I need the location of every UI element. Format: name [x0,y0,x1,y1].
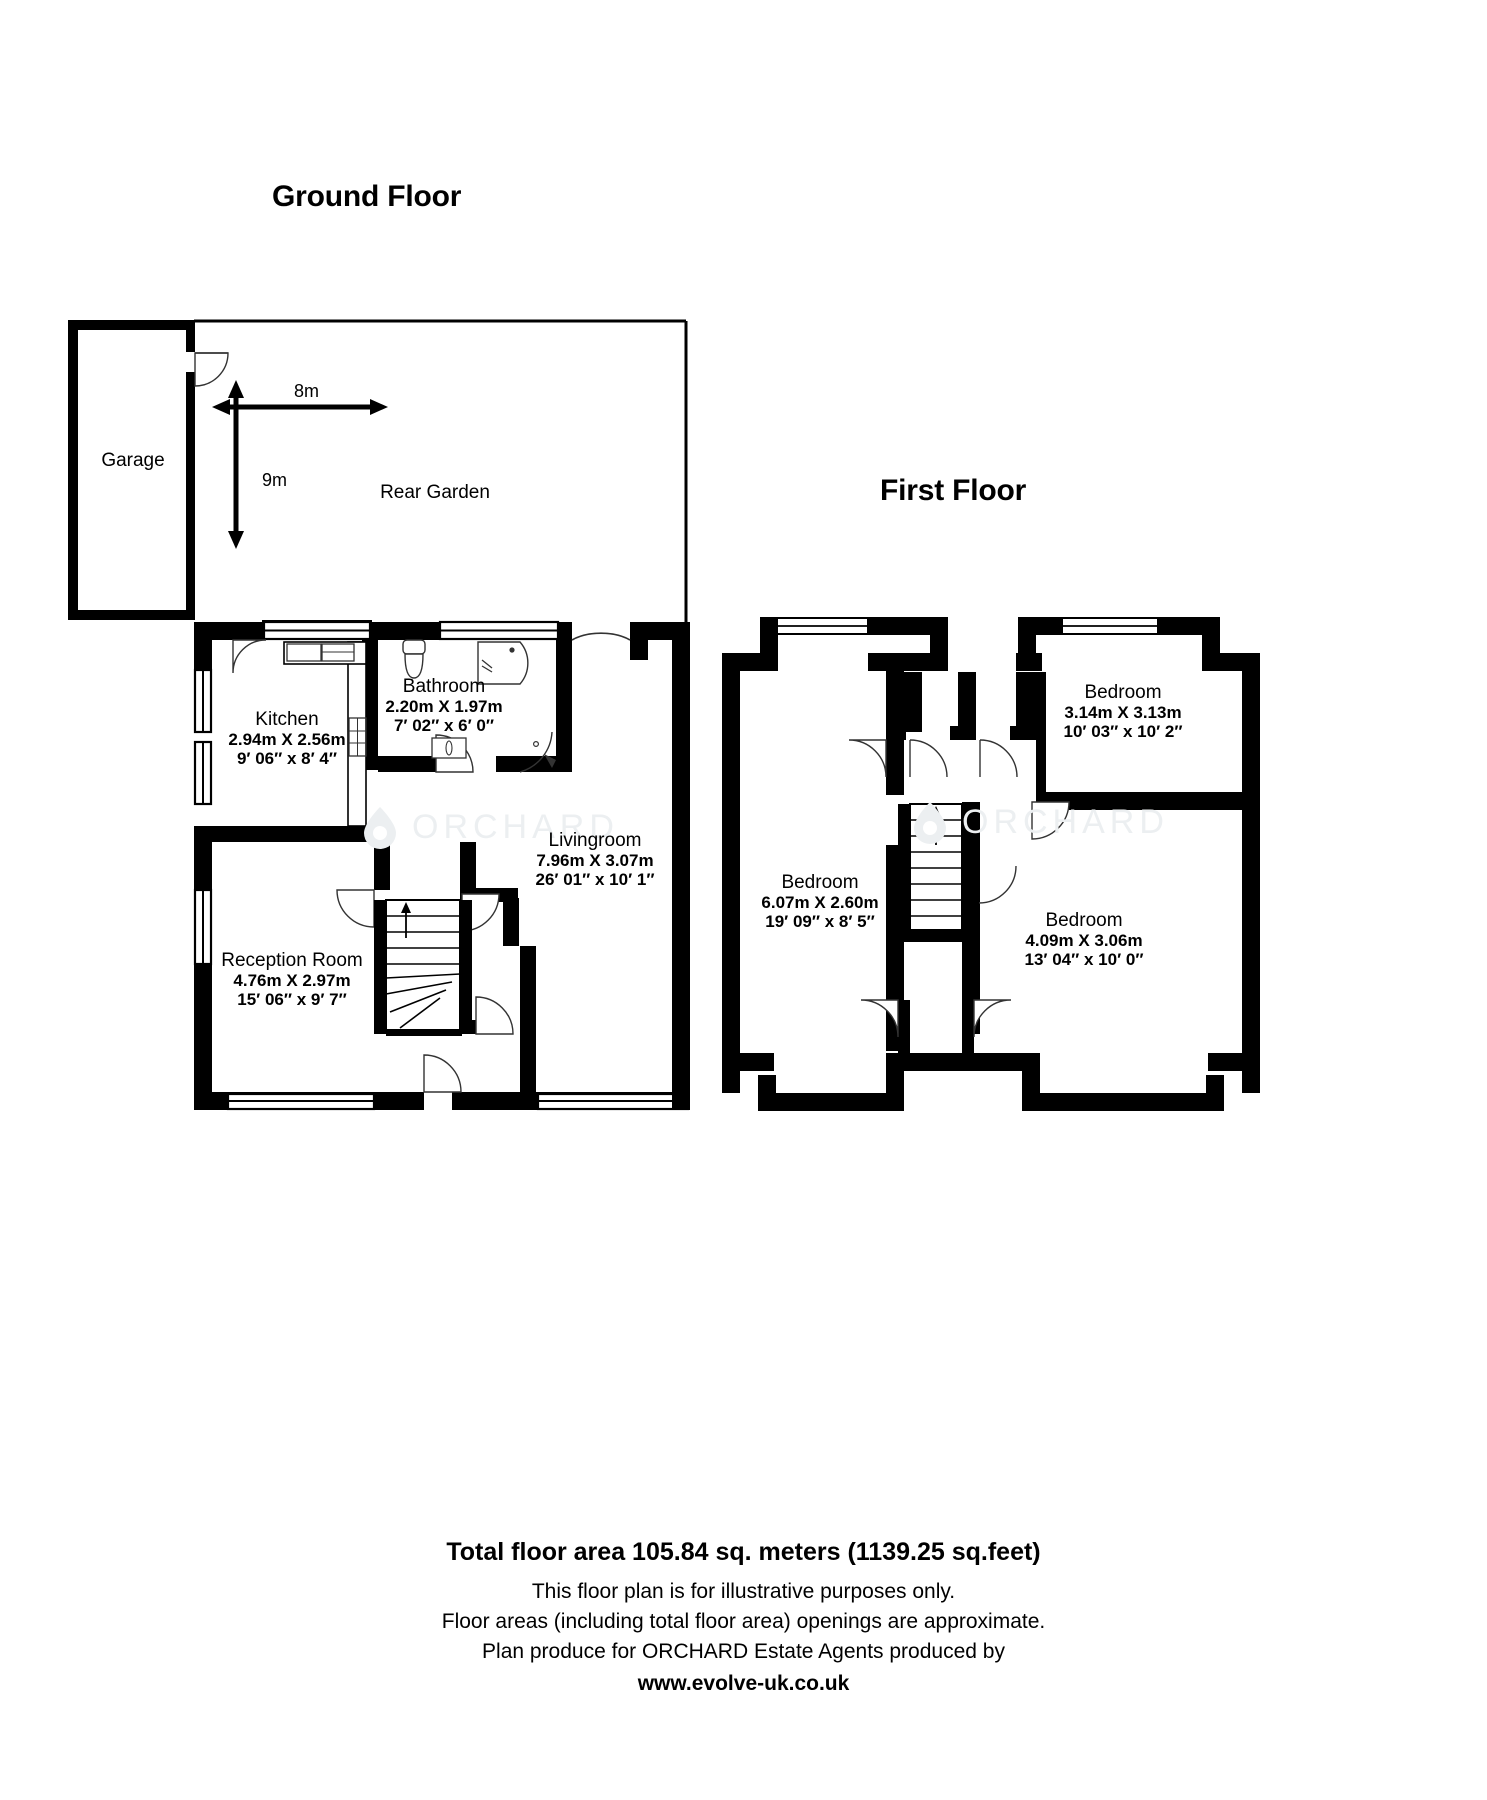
room-name: Livingroom [548,830,642,851]
room-name: Bedroom [1084,682,1162,703]
room-label-reception-room: Reception Room 4.76m X 2.97m 15′ 06″ x 9… [221,950,363,1009]
rear-garden-label: Rear Garden [380,482,490,503]
room-imperial: 26′ 01″ x 10′ 1″ [535,870,655,890]
room-imperial: 7′ 02″ x 6′ 0″ [393,716,495,736]
room-name: Bedroom [781,872,859,893]
staircase-ground [385,899,461,1031]
room-label-kitchen: Kitchen 2.94m X 2.56m 9′ 06″ x 8′ 4″ [228,709,345,768]
room-metric: 4.76m X 2.97m [233,971,351,991]
garage-label: Garage [101,450,165,471]
room-name: Reception Room [221,950,363,971]
room-label-livingroom: Livingroom 7.96m X 3.07m 26′ 01″ x 10′ 1… [536,830,655,889]
garden-width-dimension: 8m [294,381,320,401]
room-label-bedroom-1: Bedroom 3.14m X 3.13m 10′ 03″ x 10′ 2″ [1064,682,1183,741]
room-name: Bathroom [402,676,486,697]
room-metric: 2.20m X 1.97m [385,697,503,717]
staircase-first [909,803,963,931]
room-imperial: 19′ 09″ x 8′ 5″ [765,912,875,932]
total-floor-area: Total floor area 105.84 sq. meters (1139… [446,1538,1041,1566]
room-imperial: 15′ 06″ x 9′ 7″ [237,990,347,1010]
room-metric: 2.94m X 2.56m [228,730,346,750]
room-imperial: 13′ 04″ x 10′ 0″ [1024,950,1144,970]
disclaimer-line-3: Plan produce for ORCHARD Estate Agents p… [482,1640,1005,1663]
orchard-logo-icon [364,807,396,849]
room-label-bedroom-3: Bedroom 4.09m X 3.06m 13′ 04″ x 10′ 0″ [1025,910,1144,969]
ground-floor-plan [68,319,690,1111]
room-label-bedroom-2: Bedroom 6.07m X 2.60m 19′ 09″ x 8′ 5″ [761,872,878,931]
orchard-watermark-text: ORCHARD [962,802,1169,841]
room-metric: 7.96m X 3.07m [536,851,654,871]
garden-depth-dimension: 9m [262,470,288,490]
orchard-logo-icon [914,802,946,844]
room-name: Bedroom [1045,910,1123,931]
room-imperial: 10′ 03″ x 10′ 2″ [1063,722,1183,742]
room-label-bathroom: Bathroom 2.20m X 1.97m 7′ 02″ x 6′ 0″ [385,676,502,735]
first-floor-heading: First Floor [880,474,1027,507]
ground-floor-heading: Ground Floor [272,180,462,213]
room-metric: 6.07m X 2.60m [761,893,879,913]
disclaimer-line-2: Floor areas (including total floor area)… [441,1610,1046,1633]
orchard-watermark: ORCHARD [910,800,1169,844]
room-metric: 4.09m X 3.06m [1025,931,1143,951]
producer-url[interactable]: www.evolve-uk.co.uk [637,1672,850,1695]
room-metric: 3.14m X 3.13m [1064,703,1182,723]
garden-dimension-arrows [212,380,388,549]
disclaimer-line-1: This floor plan is for illustrative purp… [531,1580,956,1603]
room-imperial: 9′ 06″ x 8′ 4″ [236,749,338,769]
room-name: Kitchen [255,709,319,730]
